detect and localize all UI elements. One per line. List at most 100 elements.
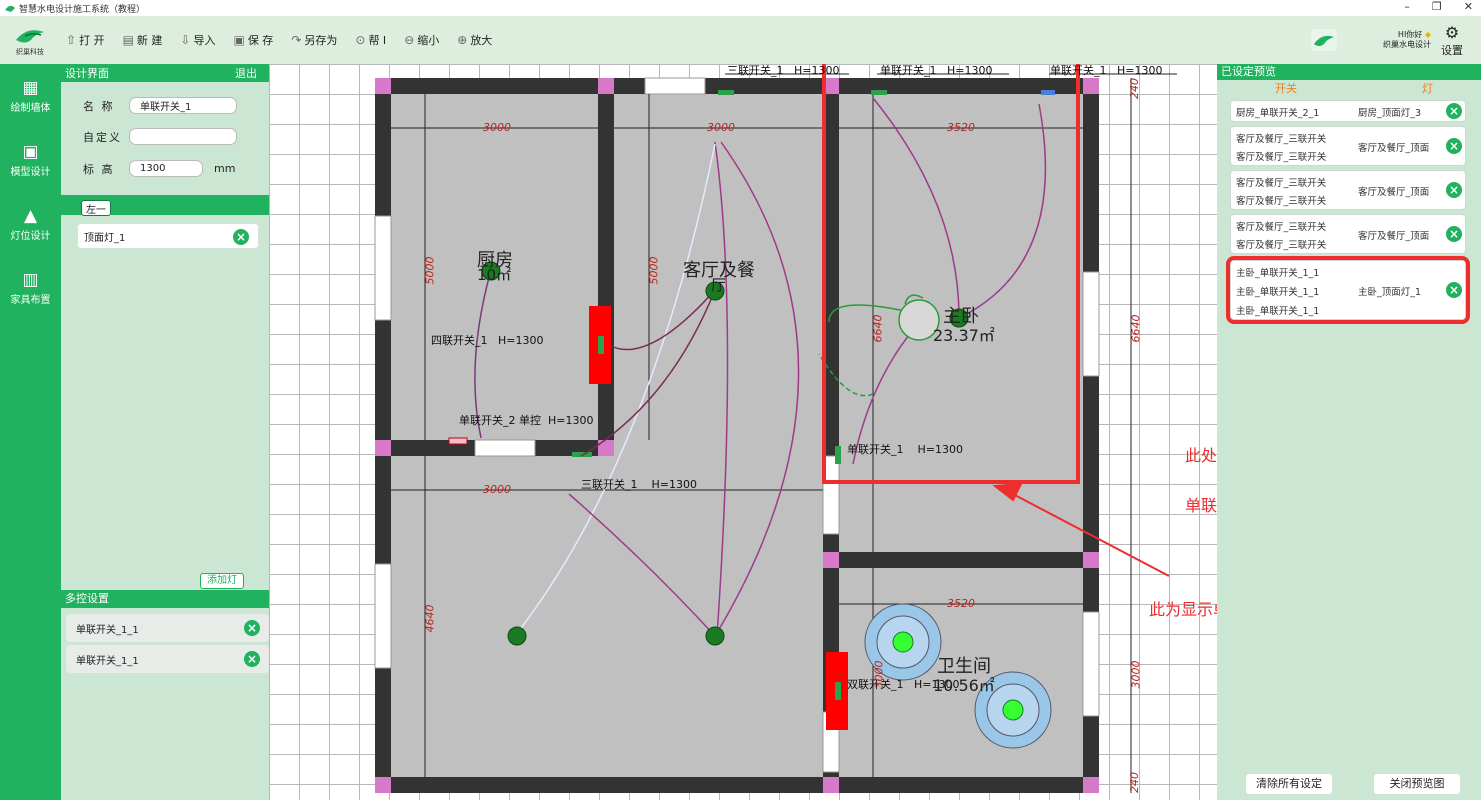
exit-button[interactable]: 退出 <box>235 67 257 80</box>
nav-model-design[interactable]: ▣ 模型设计 <box>0 128 61 192</box>
remove-multi-icon[interactable]: × <box>244 651 260 667</box>
dim-label: 3000 <box>872 660 886 689</box>
floor-fill <box>383 86 1091 792</box>
import-label: 导入 <box>193 34 216 47</box>
preview-item[interactable]: 厨房_单联开关_2_1 厨房_顶面灯_3 × <box>1230 100 1466 122</box>
custom-input[interactable] <box>129 128 237 145</box>
preview-item-highlighted[interactable]: 主卧_单联开关_1_1 主卧_单联开关_1_1 主卧_单联开关_1_1 主卧_顶… <box>1226 256 1470 324</box>
room-kitchen-area: 10㎡ <box>477 266 512 284</box>
dim-label: 5000 <box>423 256 437 285</box>
bird-logo-icon <box>16 29 44 42</box>
nav-label: 灯位设计 <box>10 230 51 242</box>
furniture-icon: ▥ <box>22 269 39 290</box>
lamp-icon: ▲ <box>23 205 38 226</box>
preview-switch: 客厅及餐厅_三联开关 <box>1236 240 1327 251</box>
add-light-button[interactable]: 添加灯 <box>200 573 244 589</box>
preview-switch: 主卧_单联开关_1_1 <box>1236 287 1320 298</box>
user-greeting: HI你好 ◆ 织巢水电设计 <box>1383 30 1431 50</box>
dimension-lines <box>391 73 1177 793</box>
wall-bath-top <box>823 552 1099 568</box>
remove-preview-icon[interactable]: × <box>1446 226 1462 242</box>
height-label: 标 高 <box>83 162 115 176</box>
switch-label: 三联开关_1 H=1300 <box>727 64 840 77</box>
preview-switch: 客厅及餐厅_三联开关 <box>1236 196 1327 207</box>
room-living: 客厅及餐 <box>683 260 755 281</box>
preview-switch: 客厅及餐厅_三联开关 <box>1236 178 1327 189</box>
preview-switch: 客厅及餐厅_三联开关 <box>1236 134 1327 145</box>
floorplan-canvas[interactable]: 三联开关_1 H=1300 单联开关_1 H=1300 单联开关_1 H=130… <box>269 64 1217 800</box>
dim-label: 240 <box>1128 772 1141 793</box>
close-preview-button[interactable]: 关闭预览图 <box>1374 774 1460 794</box>
light-list-item[interactable]: 顶面灯_1 × <box>77 223 259 249</box>
dim-label: 3000 <box>483 121 511 134</box>
gear-icon: ⚙ <box>1444 22 1460 42</box>
annotation-completed: 单联三控已完成 <box>1185 496 1217 515</box>
toolbar: 织巢科技 ⇧打 开 ▤新 建 ⇩导入 ▣保 存 ↷另存为 ⊙帮 I ⊖缩小 ⊕放… <box>0 16 1481 64</box>
preview-item[interactable]: 客厅及餐厅_三联开关 客厅及餐厅_三联开关 客厅及餐厅_顶面 × <box>1230 126 1466 166</box>
nav-draw-walls[interactable]: ▦绘制墙体 <box>0 64 61 128</box>
preview-light: 客厅及餐厅_顶面 <box>1358 231 1430 242</box>
preview-columns: 开关 灯 <box>1217 80 1481 96</box>
zoom-in-button[interactable]: ⊕放大 <box>457 32 492 48</box>
import-button[interactable]: ⇩导入 <box>180 32 215 48</box>
remove-preview-icon[interactable]: × <box>1446 282 1462 298</box>
save-as-button[interactable]: ↷另存为 <box>291 32 337 48</box>
design-panel: 设计界面 退出 名 称 自定义 标 高 mm 左一 顶面灯_1 × 添加灯 多控… <box>61 64 269 800</box>
settings-button[interactable]: ⚙ 设置 <box>1441 23 1463 58</box>
zoom-out-icon: ⊖ <box>404 33 415 47</box>
nav-label: 模型设计 <box>10 166 51 178</box>
door-opening <box>474 439 536 457</box>
new-label: 新 建 <box>136 34 163 47</box>
preview-switch: 客厅及餐厅_三联开关 <box>1236 152 1327 163</box>
multi-control-item[interactable]: 单联开关_1_1 × <box>66 645 269 673</box>
window <box>1082 611 1100 717</box>
help-button[interactable]: ⊙帮 I <box>355 32 386 48</box>
dim-label: 3520 <box>947 121 975 134</box>
new-button[interactable]: ▤新 建 <box>123 32 163 48</box>
remove-preview-icon[interactable]: × <box>1446 103 1462 119</box>
save-as-label: 另存为 <box>304 34 338 47</box>
clear-all-button[interactable]: 清除所有设定 <box>1246 774 1332 794</box>
remove-light-icon[interactable]: × <box>233 229 249 245</box>
switch-label: 单联开关_1 H=1300 <box>1050 64 1163 77</box>
tab-left-one[interactable]: 左一 <box>81 200 111 216</box>
save-icon: ▣ <box>233 33 245 47</box>
nav-light-design[interactable]: ▲ 灯位设计 <box>0 192 61 256</box>
open-icon: ⇧ <box>66 33 77 47</box>
ceiling-lights <box>481 261 969 646</box>
preview-item[interactable]: 客厅及餐厅_三联开关 客厅及餐厅_三联开关 客厅及餐厅_顶面 × <box>1230 170 1466 210</box>
remove-preview-icon[interactable]: × <box>1446 138 1462 154</box>
preview-switch: 客厅及餐厅_三联开关 <box>1236 222 1327 233</box>
name-field: 名 称 <box>83 97 237 114</box>
zoom-in-icon: ⊕ <box>457 33 468 47</box>
preview-item[interactable]: 客厅及餐厅_三联开关 客厅及餐厅_三联开关 客厅及餐厅_顶面 × <box>1230 214 1466 254</box>
multi-item-label: 单联开关_1_1 <box>76 655 139 667</box>
save-button[interactable]: ▣保 存 <box>233 32 273 48</box>
remove-preview-icon[interactable]: × <box>1446 182 1462 198</box>
greeting-line1: HI你好 <box>1397 30 1423 39</box>
multi-control-item[interactable]: 单联开关_1_1 × <box>66 614 269 642</box>
import-icon: ⇩ <box>180 33 191 47</box>
model-icon: ▣ <box>22 141 39 162</box>
zoom-out-button[interactable]: ⊖缩小 <box>404 32 439 48</box>
open-button[interactable]: ⇧打 开 <box>66 32 105 48</box>
annotation-arrows <box>992 482 1170 577</box>
wire-lines <box>474 97 1047 637</box>
remove-multi-icon[interactable]: × <box>244 620 260 636</box>
name-input[interactable] <box>129 97 237 114</box>
window <box>1082 271 1100 377</box>
height-input[interactable] <box>129 160 203 177</box>
close-button[interactable]: ✕ <box>1463 0 1473 13</box>
minimize-button[interactable]: – <box>1404 0 1410 13</box>
wall-top <box>375 78 1099 94</box>
door-opening <box>644 77 706 95</box>
custom-field: 自定义 <box>83 128 237 145</box>
app-logo-icon <box>5 5 15 12</box>
multi-item-label: 单联开关_1_1 <box>76 624 139 636</box>
zoom-in-label: 放大 <box>470 34 493 47</box>
brand-logo: 织巢科技 <box>0 16 60 64</box>
left-nav: ▦绘制墙体 ▣ 模型设计 ▲ 灯位设计 ▥家具布置 <box>0 64 61 800</box>
nav-furniture[interactable]: ▥家具布置 <box>0 256 61 320</box>
multi-control-header: 多控设置 <box>61 590 269 608</box>
maximize-button[interactable]: ❐ <box>1431 0 1442 13</box>
